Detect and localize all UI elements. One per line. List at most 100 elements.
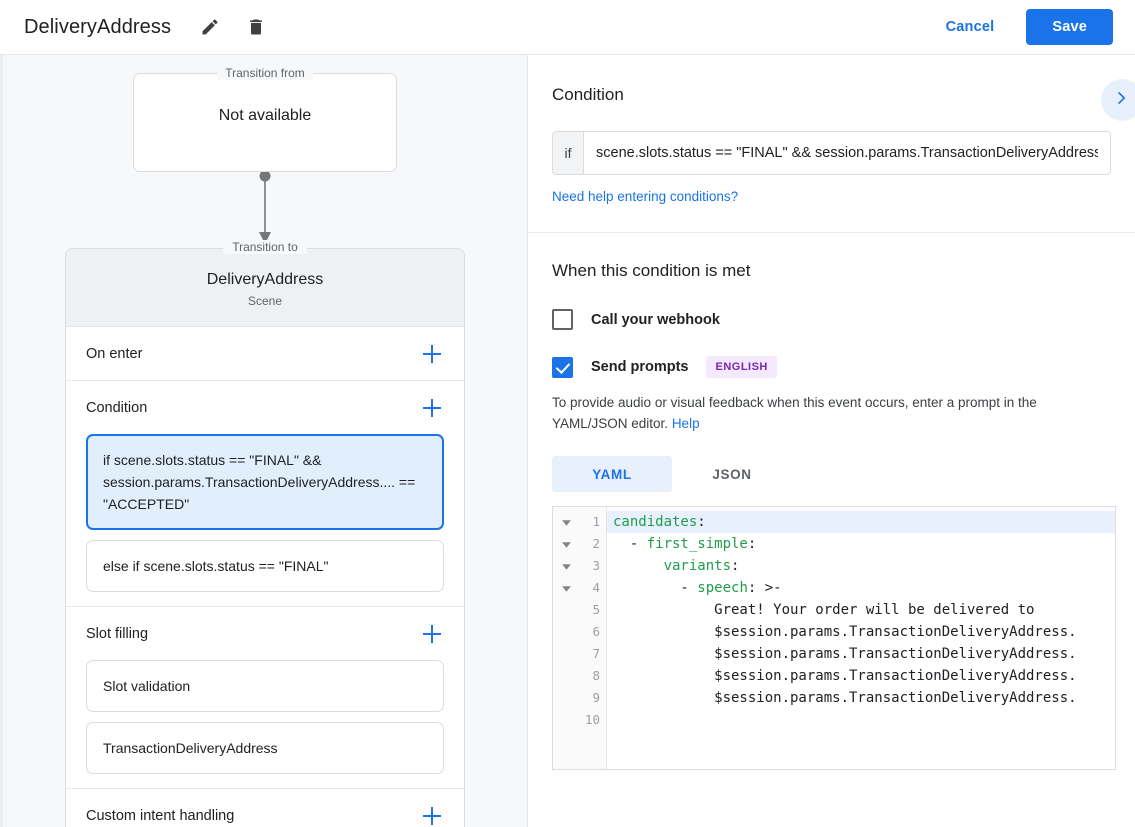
code-content[interactable]: candidates: - first_simple: variants: - … [607, 507, 1115, 769]
section-title-slot-filling: Slot filling [86, 625, 149, 642]
transition-to-card: Transition to DeliveryAddress Scene On e… [65, 240, 465, 827]
fold-column [553, 507, 579, 769]
line-number: 7 [592, 646, 600, 661]
transition-from-legend: Transition from [217, 66, 313, 80]
fold-spacer [553, 621, 579, 643]
call-webhook-label: Call your webhook [591, 311, 720, 328]
scene-title: DeliveryAddress [206, 271, 324, 288]
top-bar: DeliveryAddress Cancel Save [0, 0, 1135, 55]
scene-subtitle: Scene [247, 294, 283, 308]
fold-spacer [553, 665, 579, 687]
code-line[interactable]: Great! Your order will be delivered to [613, 602, 1035, 618]
line-number: 10 [584, 712, 600, 727]
code-line[interactable]: $session.params.TransactionDeliveryAddre… [613, 668, 1077, 684]
code-editor[interactable]: 1 2 3 4 5 6 7 8 9 10 candidates: - first_simple: … [552, 506, 1116, 770]
condition-input[interactable] [584, 132, 1110, 174]
scene-header[interactable]: Transition to DeliveryAddress Scene [66, 240, 464, 327]
condition-input-wrapper: if [552, 131, 1111, 175]
fold-spacer [553, 687, 579, 709]
line-number: 3 [592, 558, 600, 573]
add-on-enter-button[interactable] [418, 340, 446, 368]
main-body: Transition from Not available Transition… [0, 55, 1135, 827]
line-number: 9 [592, 690, 600, 705]
line-number: 8 [592, 668, 600, 683]
fold-toggle-icon[interactable] [553, 533, 579, 555]
expand-panel-button[interactable] [1101, 79, 1135, 121]
transition-from-value: Not available [218, 107, 312, 124]
fold-spacer [553, 643, 579, 665]
section-on-enter: On enter [66, 327, 464, 381]
tab-yaml[interactable]: YAML [552, 456, 672, 492]
section-header-slot-filling[interactable]: Slot filling [66, 607, 464, 660]
section-header-on-enter[interactable]: On enter [66, 327, 464, 380]
fold-toggle-icon[interactable] [553, 511, 579, 533]
prompts-helper-sentence: To provide audio or visual feedback when… [552, 395, 1037, 431]
code-line[interactable]: - first_simple: [613, 536, 757, 552]
slot-filling-list: Slot validation TransactionDeliveryAddre… [66, 660, 464, 788]
left-panel: Transition from Not available Transition… [0, 55, 528, 827]
condition-list: if scene.slots.status == "FINAL" && sess… [66, 434, 464, 606]
send-prompts-row: Send prompts ENGLISH [552, 356, 1111, 378]
line-number: 2 [592, 536, 600, 551]
chevron-right-icon [1112, 88, 1132, 113]
line-number: 5 [592, 602, 600, 617]
condition-item[interactable]: else if scene.slots.status == "FINAL" [86, 540, 444, 592]
trash-icon [246, 17, 266, 37]
slot-item-transaction-delivery-address[interactable]: TransactionDeliveryAddress [86, 722, 444, 774]
line-number: 4 [592, 580, 600, 595]
section-condition: Condition if scene.slots.status == "FINA… [66, 381, 464, 607]
condition-section: Condition if Need help entering conditio… [528, 55, 1135, 233]
prompts-help-link[interactable]: Help [671, 416, 700, 431]
condition-heading: Condition [552, 85, 624, 104]
section-title-on-enter: On enter [86, 345, 143, 362]
send-prompts-checkbox[interactable] [552, 356, 573, 378]
when-condition-met-heading: When this condition is met [552, 261, 751, 280]
delete-button[interactable] [239, 10, 273, 44]
code-line[interactable]: candidates: [607, 511, 1115, 533]
line-number: 1 [592, 514, 600, 529]
editor-tabs: YAML JSON [552, 456, 1111, 492]
slot-validation-item[interactable]: Slot validation [86, 660, 444, 712]
edit-button[interactable] [193, 10, 227, 44]
code-line[interactable]: $session.params.TransactionDeliveryAddre… [613, 690, 1077, 706]
code-line[interactable]: $session.params.TransactionDeliveryAddre… [613, 624, 1077, 640]
save-button[interactable]: Save [1026, 9, 1113, 45]
fold-toggle-icon[interactable] [553, 555, 579, 577]
transition-graph: Transition from Not available Transition… [3, 55, 527, 827]
add-condition-button[interactable] [418, 394, 446, 422]
call-webhook-checkbox[interactable] [552, 309, 573, 330]
page-title: DeliveryAddress [24, 15, 172, 38]
add-custom-intent-button[interactable] [418, 802, 446, 827]
code-line[interactable]: - speech: >- [613, 580, 782, 596]
section-title-condition: Condition [86, 399, 148, 416]
right-panel: Condition if Need help entering conditio… [528, 55, 1135, 827]
fold-spacer [553, 599, 579, 621]
condition-if-prefix: if [553, 132, 584, 174]
send-prompts-label: Send prompts [591, 359, 689, 375]
code-line[interactable]: variants: [663, 558, 740, 574]
webhook-row: Call your webhook [552, 309, 1111, 330]
section-title-custom-intent-handling: Custom intent handling [86, 807, 235, 824]
fold-toggle-icon[interactable] [553, 577, 579, 599]
code-line[interactable]: $session.params.TransactionDeliveryAddre… [613, 646, 1077, 662]
tab-json[interactable]: JSON [712, 466, 752, 482]
prompts-helper-text: To provide audio or visual feedback when… [552, 392, 1111, 434]
section-custom-intent-handling: Custom intent handling [66, 789, 464, 827]
add-slot-filling-button[interactable] [418, 620, 446, 648]
line-number: 6 [592, 624, 600, 639]
section-slot-filling: Slot filling Slot validation Transaction… [66, 607, 464, 789]
section-header-condition[interactable]: Condition [66, 381, 464, 434]
line-number-gutter: 1 2 3 4 5 6 7 8 9 10 [579, 507, 607, 769]
transition-to-legend: Transition to [223, 240, 307, 254]
language-badge: ENGLISH [706, 356, 777, 378]
fold-spacer [553, 709, 579, 731]
cancel-button[interactable]: Cancel [932, 10, 1009, 44]
code-line[interactable] [607, 709, 1115, 731]
when-condition-met-section: When this condition is met Call your web… [528, 233, 1135, 770]
section-header-custom-intent-handling[interactable]: Custom intent handling [66, 789, 464, 827]
condition-item-selected[interactable]: if scene.slots.status == "FINAL" && sess… [86, 434, 444, 530]
transition-from-card[interactable]: Transition from Not available [133, 66, 397, 172]
pencil-icon [200, 17, 220, 37]
condition-help-link[interactable]: Need help entering conditions? [552, 189, 739, 204]
